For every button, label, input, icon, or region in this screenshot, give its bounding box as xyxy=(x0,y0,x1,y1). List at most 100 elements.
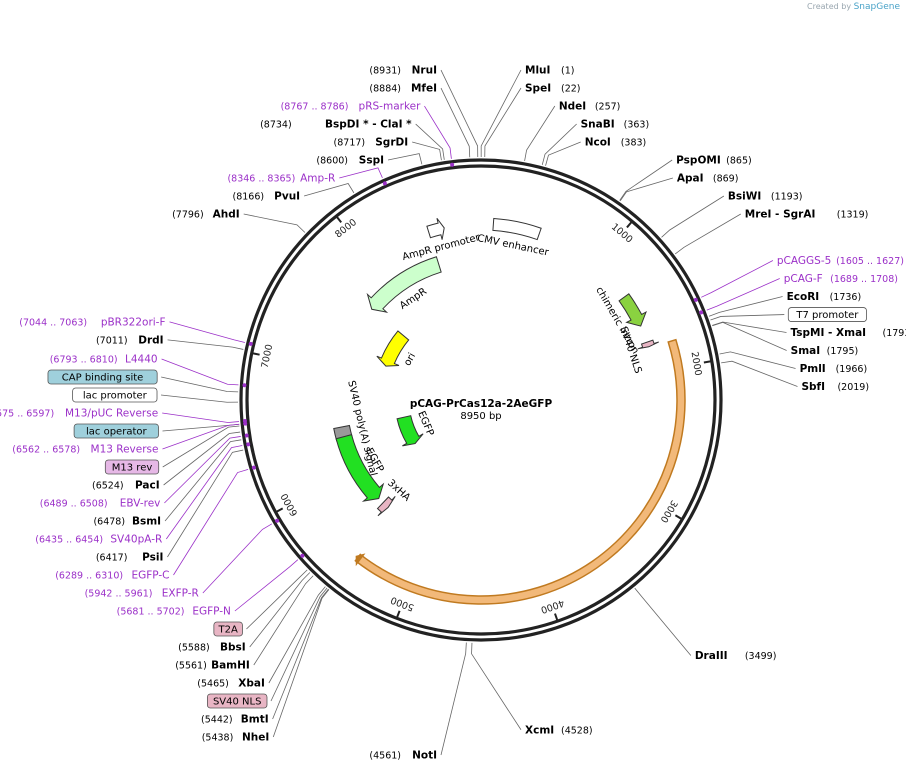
leader-m13-reverse xyxy=(162,423,240,450)
leader-ebv-rev xyxy=(164,436,241,504)
enzyme-pmli: PmlI xyxy=(800,363,826,375)
pos-exfp-r: (5942 .. 5961) xyxy=(85,589,153,600)
leader-bamhi xyxy=(253,575,314,666)
tick-4000 xyxy=(554,613,559,622)
pos-snabi: (363) xyxy=(624,120,650,131)
box-m13-rev xyxy=(104,459,160,475)
box-cap-binding-site xyxy=(47,369,158,385)
enzyme-sgrdi: SgrDI xyxy=(375,137,408,149)
box-label-t7-promoter: T7 promoter xyxy=(795,310,859,321)
pos-sgrdi: (8717) xyxy=(334,138,366,149)
leader-ahdi xyxy=(243,213,306,233)
enzyme-nrui: NruI xyxy=(412,65,437,77)
enzyme-bmti: BmtI xyxy=(241,714,269,726)
pos-pcag-f: (1689 .. 1708) xyxy=(830,274,898,285)
primer-pcag-f: pCAG-F xyxy=(784,273,823,285)
primer-pcaggs-5: pCAGGS-5 xyxy=(777,255,831,267)
leader-sv40pa-r xyxy=(165,445,243,540)
pos-bsmi: (6478) xyxy=(93,517,125,528)
box-sv40-nls xyxy=(206,693,268,709)
pos-nrui: (8931) xyxy=(369,66,401,77)
leader-pvui xyxy=(303,183,355,197)
leader-pcag-f xyxy=(706,278,780,311)
leader-t2a xyxy=(246,569,308,630)
pos-spei: (22) xyxy=(561,84,581,95)
leader-t7-promoter xyxy=(710,314,785,321)
leader-prs-marker xyxy=(424,105,452,159)
pos-ncoi: (383) xyxy=(621,138,647,149)
leader-bsmi xyxy=(164,439,242,522)
leader-mrei-sgrai xyxy=(674,213,741,255)
primer-site-prs-marker xyxy=(450,162,455,167)
box-label-lac-operator: lac operator xyxy=(86,427,147,438)
tick-label-3000: 3000 xyxy=(658,498,680,524)
enzyme-snabi: SnaBI xyxy=(581,119,615,131)
pos-l4440: (6793 .. 6810) xyxy=(50,355,118,366)
leader-m13-puc-reverse xyxy=(162,412,239,423)
leader-egfp-n xyxy=(234,559,299,612)
tick-6000 xyxy=(275,507,284,514)
primer-pbr322ori-f: pBR322ori-F xyxy=(101,316,166,328)
pos-bamhi: (5561) xyxy=(175,661,207,672)
tick-label-4000: 4000 xyxy=(539,597,565,615)
enzyme-smai: SmaI xyxy=(791,345,821,357)
plasmid-length: 8950 bp xyxy=(460,411,501,422)
pos-apai: (869) xyxy=(713,174,739,185)
enzyme-drdi: DrdI xyxy=(138,334,163,346)
feature-sv40-nls xyxy=(637,339,659,350)
tick-label-7000: 7000 xyxy=(260,343,276,369)
leader-spei xyxy=(484,87,522,158)
primer-egfp-c: EGFP-C xyxy=(131,570,169,582)
leader-m13-rev xyxy=(162,425,240,468)
enzyme-xcmi: XcmI xyxy=(525,724,554,736)
box-label-cap-binding-site: CAP binding site xyxy=(62,373,144,384)
leader-bbsi xyxy=(249,572,311,648)
enzyme-tspmi-xmai: TspMI - XmaI xyxy=(791,327,867,339)
leader-lac-promoter xyxy=(160,394,239,403)
enzyme-mlui: MluI xyxy=(525,65,550,77)
feature-ampr-promoter xyxy=(426,217,445,240)
enzyme-apai: ApaI xyxy=(677,173,704,185)
tick-label-2000: 2000 xyxy=(689,351,704,377)
leader-cap-binding-site xyxy=(161,376,239,393)
feature-egfp xyxy=(335,434,385,502)
pos-egfp-c: (6289 .. 6310) xyxy=(55,571,123,582)
primer-site-pbr322ori-f xyxy=(248,341,253,346)
primer-m13-reverse: M13 Reverse xyxy=(91,444,159,456)
primer-m13-puc-reverse: M13/pUC Reverse xyxy=(65,408,158,420)
leader-bsiwi xyxy=(661,195,725,238)
enzyme-bspdi-clai: BspDI * - ClaI * xyxy=(325,119,412,131)
feature-cmv-enhancer xyxy=(492,217,542,241)
feature-label-cmv-enhancer: CMV enhancer xyxy=(476,233,550,259)
enzyme-spei: SpeI xyxy=(525,83,551,95)
primer-egfp-n: EGFP-N xyxy=(192,606,231,618)
enzyme-sspi: SspI xyxy=(359,155,384,167)
pos-drdi: (7011) xyxy=(96,335,128,346)
enzyme-bsmi: BsmI xyxy=(132,516,161,528)
enzyme-ahdi: AhdI xyxy=(213,209,240,221)
pos-egfp-n: (5681 .. 5702) xyxy=(117,607,185,618)
tick-5000 xyxy=(395,610,401,619)
pos-pvui: (8166) xyxy=(232,192,264,203)
feature-egfp xyxy=(396,415,424,447)
pos-prs-marker: (8767 .. 8786) xyxy=(281,102,349,113)
primer-prs-marker: pRS-marker xyxy=(359,101,422,113)
pos-smai: (1795) xyxy=(827,346,859,357)
pos-paci: (6524) xyxy=(92,481,124,492)
tick-label-1000: 1000 xyxy=(609,222,635,246)
pos-xbai: (5465) xyxy=(197,679,229,690)
pos-m13-puc-reverse: (6575 .. 6597) xyxy=(0,409,54,420)
pos-sv40pa-r: (6435 .. 6454) xyxy=(35,535,103,546)
enzyme-noti: NotI xyxy=(412,750,437,762)
enzyme-draiii: DraIII xyxy=(695,650,728,662)
leader-smai xyxy=(712,321,787,351)
enzyme-mrei-sgrai: MreI - SgrAI xyxy=(745,209,816,221)
leader-xcmi xyxy=(471,642,522,730)
box-lac-promoter xyxy=(72,387,158,403)
enzyme-pspomi: PspOMI xyxy=(676,155,721,167)
leader-l4440 xyxy=(161,358,239,386)
primer-site-amp-r xyxy=(382,181,387,186)
enzyme-ndei: NdeI xyxy=(559,101,586,113)
pos-pcaggs-5: (1605 .. 1627) xyxy=(836,256,904,267)
pos-pmli: (1966) xyxy=(836,364,868,375)
